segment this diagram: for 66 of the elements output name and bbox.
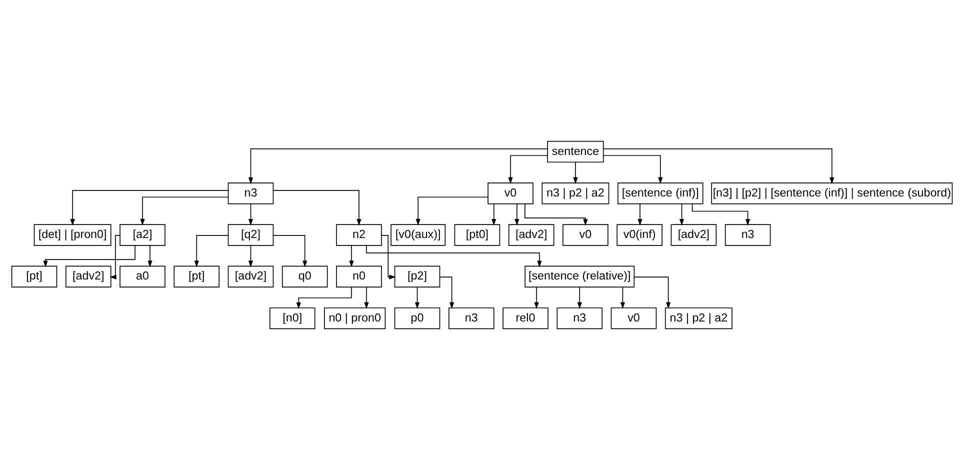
arrow — [194, 235, 229, 268]
node-box: n0 | pron0 — [324, 307, 386, 330]
node-box: [adv2] — [228, 266, 274, 288]
arrow — [148, 245, 152, 268]
arrow — [492, 203, 496, 226]
node-box: [pt0] — [454, 224, 500, 246]
arrow — [692, 203, 750, 226]
arrow — [70, 190, 229, 226]
node-box: n0 — [336, 266, 382, 288]
node-box: n3 | p2 | a2 — [664, 307, 732, 330]
arrow — [381, 235, 396, 280]
arrow — [366, 245, 542, 268]
node-box: [v0(aux)] — [390, 224, 446, 246]
arrow — [43, 245, 136, 268]
arrow — [248, 245, 254, 268]
arrow — [679, 203, 684, 226]
node-box: [adv2] — [670, 224, 717, 246]
node-box: [sentence (inf)] — [618, 182, 704, 204]
arrow — [248, 203, 254, 226]
arrow — [602, 148, 834, 184]
arrow — [514, 203, 520, 226]
node-box: v0(inf) — [616, 224, 662, 246]
arrow — [573, 162, 578, 184]
arrow — [577, 286, 582, 309]
node-box: [det] | [pron0] — [34, 224, 112, 246]
node-box: v0 — [488, 182, 534, 204]
node-box: [q2] — [228, 224, 274, 246]
node-box: n3 | p2 | a2 — [542, 182, 610, 204]
node-box: n3 — [448, 307, 494, 330]
node-box: p0 — [394, 307, 440, 330]
arrow — [140, 196, 228, 226]
node-box: sentence — [547, 140, 604, 163]
arrow — [296, 286, 352, 310]
node-box: n3 — [724, 224, 771, 246]
node-box: [adv2] — [508, 224, 554, 246]
node-box: [sentence (relative)] — [524, 266, 635, 288]
arrow — [273, 190, 362, 226]
arrow — [349, 245, 354, 268]
node-box: rel0 — [502, 307, 548, 330]
node-box: [adv2] — [65, 266, 112, 288]
node-box: v0 — [610, 307, 657, 330]
node-box: [pt] — [11, 266, 58, 288]
node-box: [a2] — [120, 224, 166, 246]
node-box: [n3] | [p2] | [sentence (inf)] | sentence (subord) — [711, 182, 953, 204]
node-box: a0 — [120, 266, 166, 288]
node-box: n2 — [336, 224, 382, 246]
node-box: n3 — [556, 307, 603, 330]
node-box: [n0] — [269, 307, 316, 330]
node-box: v0 — [562, 224, 608, 246]
arrow — [638, 203, 642, 226]
arrow — [248, 148, 548, 184]
arrow — [272, 235, 308, 268]
arrow — [534, 286, 539, 309]
arrow — [416, 196, 488, 226]
node-box: [p2] — [394, 266, 440, 288]
arrow — [414, 286, 420, 309]
arrow — [603, 155, 663, 184]
arrow — [524, 204, 588, 226]
node-box: q0 — [282, 266, 328, 288]
node-box: [pt] — [174, 266, 220, 288]
arrow — [634, 276, 671, 309]
arrow — [364, 286, 369, 309]
arrow — [110, 235, 120, 280]
arrow — [508, 155, 548, 184]
node-box: n3 — [228, 182, 274, 204]
arrow — [620, 286, 626, 309]
